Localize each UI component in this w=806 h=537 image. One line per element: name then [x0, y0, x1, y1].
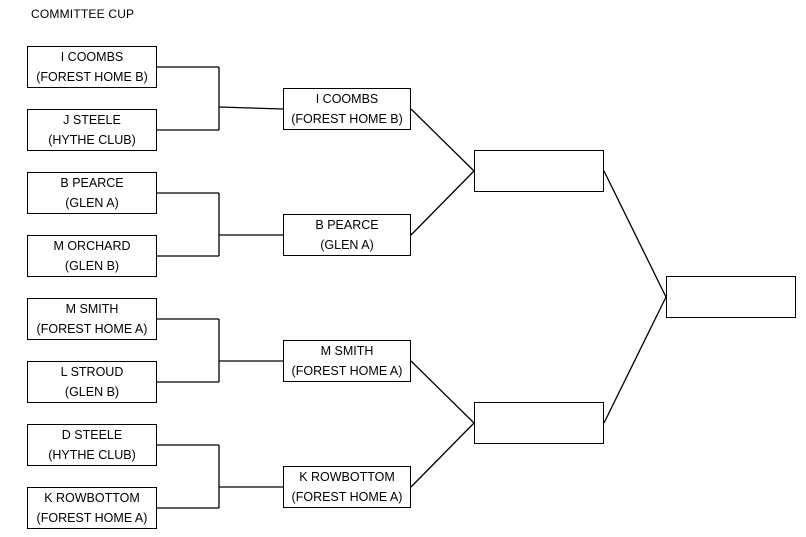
- player-name: L STROUD: [60, 365, 124, 379]
- player-club: (GLEN B): [64, 259, 120, 273]
- round2-slot-1: I COOMBS (FOREST HOME B): [283, 88, 411, 130]
- connector-line: [603, 296, 667, 424]
- round1-slot-7: D STEELE (HYTHE CLUB): [27, 424, 157, 466]
- player-club: (FOREST HOME A): [291, 490, 403, 504]
- semifinal-slot-1: [474, 150, 604, 192]
- round1-slot-2: J STEELE (HYTHE CLUB): [27, 109, 157, 151]
- round1-slot-1: I COOMBS (FOREST HOME B): [27, 46, 157, 88]
- player-club: (FOREST HOME A): [36, 511, 148, 525]
- connector-line: [410, 108, 475, 172]
- connector-line: [410, 170, 475, 236]
- round1-slot-5: M SMITH (FOREST HOME A): [27, 298, 157, 340]
- player-name: J STEELE: [63, 113, 121, 127]
- player-name: M SMITH: [65, 302, 119, 316]
- player-name: K ROWBOTTOM: [44, 491, 140, 505]
- connector-line: [603, 170, 667, 298]
- round1-slot-3: B PEARCE (GLEN A): [27, 172, 157, 214]
- round1-slot-6: L STROUD (GLEN B): [27, 361, 157, 403]
- player-club: (FOREST HOME A): [36, 322, 148, 336]
- bracket-title: COMMITTEE CUP: [31, 7, 135, 21]
- player-name: I COOMBS: [315, 92, 379, 106]
- player-name: K ROWBOTTOM: [299, 470, 395, 484]
- player-club: (GLEN A): [320, 238, 374, 252]
- round2-slot-4: K ROWBOTTOM (FOREST HOME A): [283, 466, 411, 508]
- player-club: (HYTHE CLUB): [48, 448, 136, 462]
- player-name: B PEARCE: [315, 218, 379, 232]
- player-name: D STEELE: [61, 428, 123, 442]
- connector-line: [410, 360, 475, 424]
- player-club: (FOREST HOME B): [36, 70, 148, 84]
- player-club: (FOREST HOME A): [291, 364, 403, 378]
- round1-slot-4: M ORCHARD (GLEN B): [27, 235, 157, 277]
- player-name: M SMITH: [320, 344, 374, 358]
- round2-slot-3: M SMITH (FOREST HOME A): [283, 340, 411, 382]
- round2-slot-2: B PEARCE (GLEN A): [283, 214, 411, 256]
- connector-line: [218, 106, 284, 110]
- connector-line: [410, 422, 475, 488]
- player-club: (HYTHE CLUB): [48, 133, 136, 147]
- player-name: B PEARCE: [60, 176, 124, 190]
- player-name: M ORCHARD: [53, 239, 131, 253]
- player-club: (GLEN B): [64, 385, 120, 399]
- player-club: (FOREST HOME B): [291, 112, 403, 126]
- final-slot: [666, 276, 796, 318]
- semifinal-slot-2: [474, 402, 604, 444]
- round1-slot-8: K ROWBOTTOM (FOREST HOME A): [27, 487, 157, 529]
- player-club: (GLEN A): [65, 196, 119, 210]
- player-name: I COOMBS: [60, 50, 124, 64]
